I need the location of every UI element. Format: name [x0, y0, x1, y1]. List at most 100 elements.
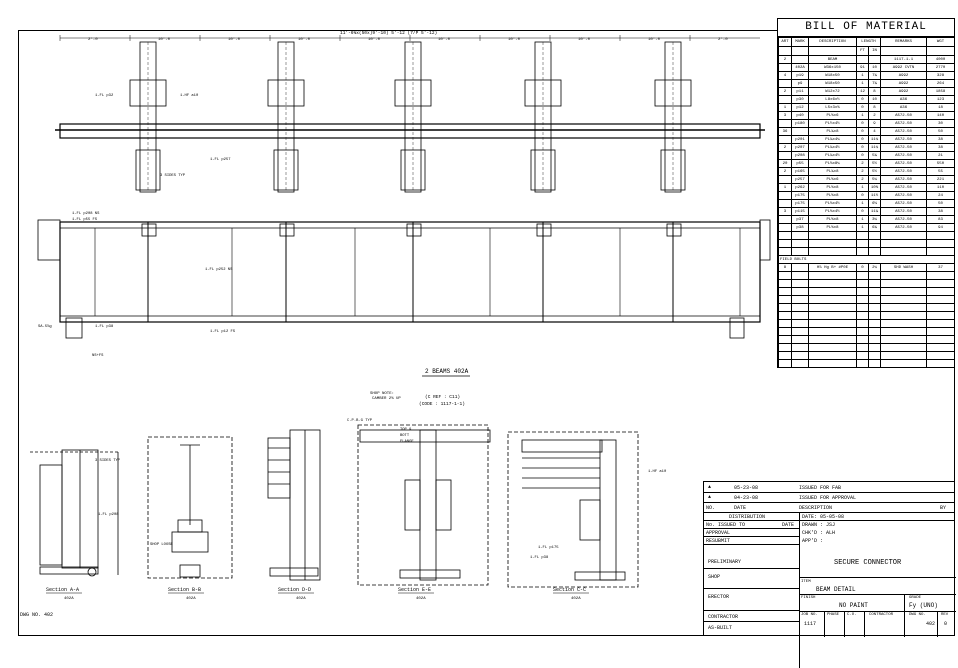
- bom-cell: [791, 55, 809, 64]
- bom-cell: p40: [791, 111, 809, 120]
- bom-cell: A992: [880, 79, 927, 88]
- bom-cell: PL⅝x8: [808, 183, 857, 192]
- bom-cell: 264: [926, 79, 955, 88]
- bom-cell: 2: [856, 167, 869, 176]
- bom-cell: [778, 151, 792, 160]
- section-title: Section D-D: [278, 587, 311, 593]
- bom-cell: 37: [926, 263, 955, 272]
- shop-note: SHOP NOTE:: [370, 392, 394, 396]
- bom-cell: p175: [791, 191, 809, 200]
- bom-cell: p208: [791, 151, 809, 160]
- span-label: 10'-0: [438, 37, 451, 42]
- bom-cell: 4: [778, 71, 792, 80]
- bom-cell: 4: [868, 127, 881, 136]
- bom-cell: 38: [926, 143, 955, 152]
- bom-cell: A572-50: [880, 167, 927, 176]
- bom-cell: p12: [791, 103, 809, 112]
- section-title: Section A-A: [46, 587, 79, 593]
- bom-cell: p55: [791, 159, 809, 168]
- stiffener-plate: [135, 149, 161, 191]
- bom-cell: 550: [926, 159, 955, 168]
- bom-cell: 0: [856, 191, 869, 200]
- bom-header: DESCRIPTION: [808, 37, 857, 47]
- bom-cell: H⅞ Hg B+ #P0E: [808, 263, 857, 272]
- bom-cell: A36: [880, 95, 927, 104]
- bom-cell: A572-50: [880, 199, 927, 208]
- bom-cell: 38: [926, 135, 955, 144]
- bom-cell: [778, 223, 792, 232]
- bom-cell: A572-50: [880, 135, 927, 144]
- bom-cell: 110: [926, 183, 955, 192]
- bom-cell: p201: [791, 135, 809, 144]
- bom-cell: p175: [791, 199, 809, 208]
- shear-tab: [279, 223, 295, 237]
- drawing-sheet: 11'-6⅜x(50x)9'-10) 5'-12 (7/P 5'-12) 2'-…: [18, 18, 956, 668]
- bom-title: BILL OF MATERIAL: [778, 19, 954, 37]
- bom-cell: 5¾: [868, 151, 881, 160]
- bom-cell: W12x72: [808, 87, 857, 96]
- bom-cell: PL⅝x6: [808, 175, 857, 184]
- bom-cell: 36: [778, 127, 792, 136]
- connection-plate: [267, 79, 305, 107]
- bom-cell: PL⅝x6: [808, 111, 857, 120]
- bom-cell: 0: [856, 263, 869, 272]
- bom-cell: p38: [791, 223, 809, 232]
- callout-text: 1-FL p12 FS: [210, 330, 236, 334]
- revision-row: ▲ 04-23-08 ISSUED FOR APPROVAL: [704, 493, 954, 503]
- bom-cell: 10⅝: [868, 183, 881, 192]
- bom-cell: 1: [778, 103, 792, 112]
- bom-cell: BEAM: [808, 55, 857, 64]
- section-note: C.P.B.G TYP: [347, 419, 373, 423]
- bom-cell: 30: [926, 119, 955, 128]
- bom-cell: [778, 175, 792, 184]
- bom-cell: W36x150: [808, 63, 857, 72]
- bom-cell: 2: [778, 167, 792, 176]
- bom-cell: 6¾: [868, 223, 881, 232]
- bom-cell: PL¾x4½: [808, 143, 857, 152]
- bom-cell: [856, 55, 869, 64]
- bom-cell: 328: [926, 71, 955, 80]
- code-note: (CODE : 1117-1-1): [419, 401, 465, 407]
- bom-cell: 6⅛: [868, 199, 881, 208]
- bom-cell: [778, 215, 792, 224]
- bom-cell: p262: [791, 183, 809, 192]
- bom-cell: W18x50: [808, 79, 857, 88]
- bom-cell: 0: [856, 95, 869, 104]
- bom-cell: 11¼: [868, 135, 881, 144]
- shear-tab: [141, 223, 157, 237]
- bom-cell: SHD WASH: [880, 263, 927, 272]
- beam-elevation-drawing: 11'-6⅜x(50x)9'-10) 5'-12 (7/P 5'-12) 2'-…: [30, 30, 771, 601]
- section-note: FLANGE: [400, 440, 414, 444]
- grade: Fy (UNO): [909, 602, 938, 609]
- bom-header: ART: [778, 37, 792, 47]
- bom-cell: 0: [856, 135, 869, 144]
- bill-of-material: BILL OF MATERIAL ART MARK DESCRIPTION LE…: [777, 18, 955, 368]
- finish: NO PAINT: [839, 602, 868, 609]
- section-d-d: [267, 429, 321, 581]
- corner-drawing-number: DWG NO. 402: [20, 612, 54, 618]
- span-label: 10'-0: [298, 37, 311, 42]
- bom-cell: p115: [791, 207, 809, 216]
- bom-cell: 3¼: [868, 215, 881, 224]
- bom-cell: 18: [926, 103, 955, 112]
- section-c-c: [507, 431, 639, 588]
- revision-row: ▲ 05-23-08 ISSUED FOR FAB: [704, 482, 954, 493]
- bom-header: WGT: [926, 37, 955, 47]
- callout-text: 3 SIDES TYP: [160, 174, 186, 178]
- bom-cell: 1: [856, 199, 869, 208]
- bom-cell: [778, 119, 792, 128]
- section-note: BOTT: [400, 434, 410, 438]
- bom-cell: 5¼: [868, 175, 881, 184]
- callout-text: 1-FL p32: [95, 94, 114, 98]
- section-sub: 402A: [416, 597, 426, 601]
- revision-header: NO. DATE DESCRIPTION BY: [704, 503, 954, 513]
- bom-table: ART MARK DESCRIPTION LENGTH REMARKS WGT …: [778, 37, 955, 368]
- section-sub: 402A: [186, 597, 196, 601]
